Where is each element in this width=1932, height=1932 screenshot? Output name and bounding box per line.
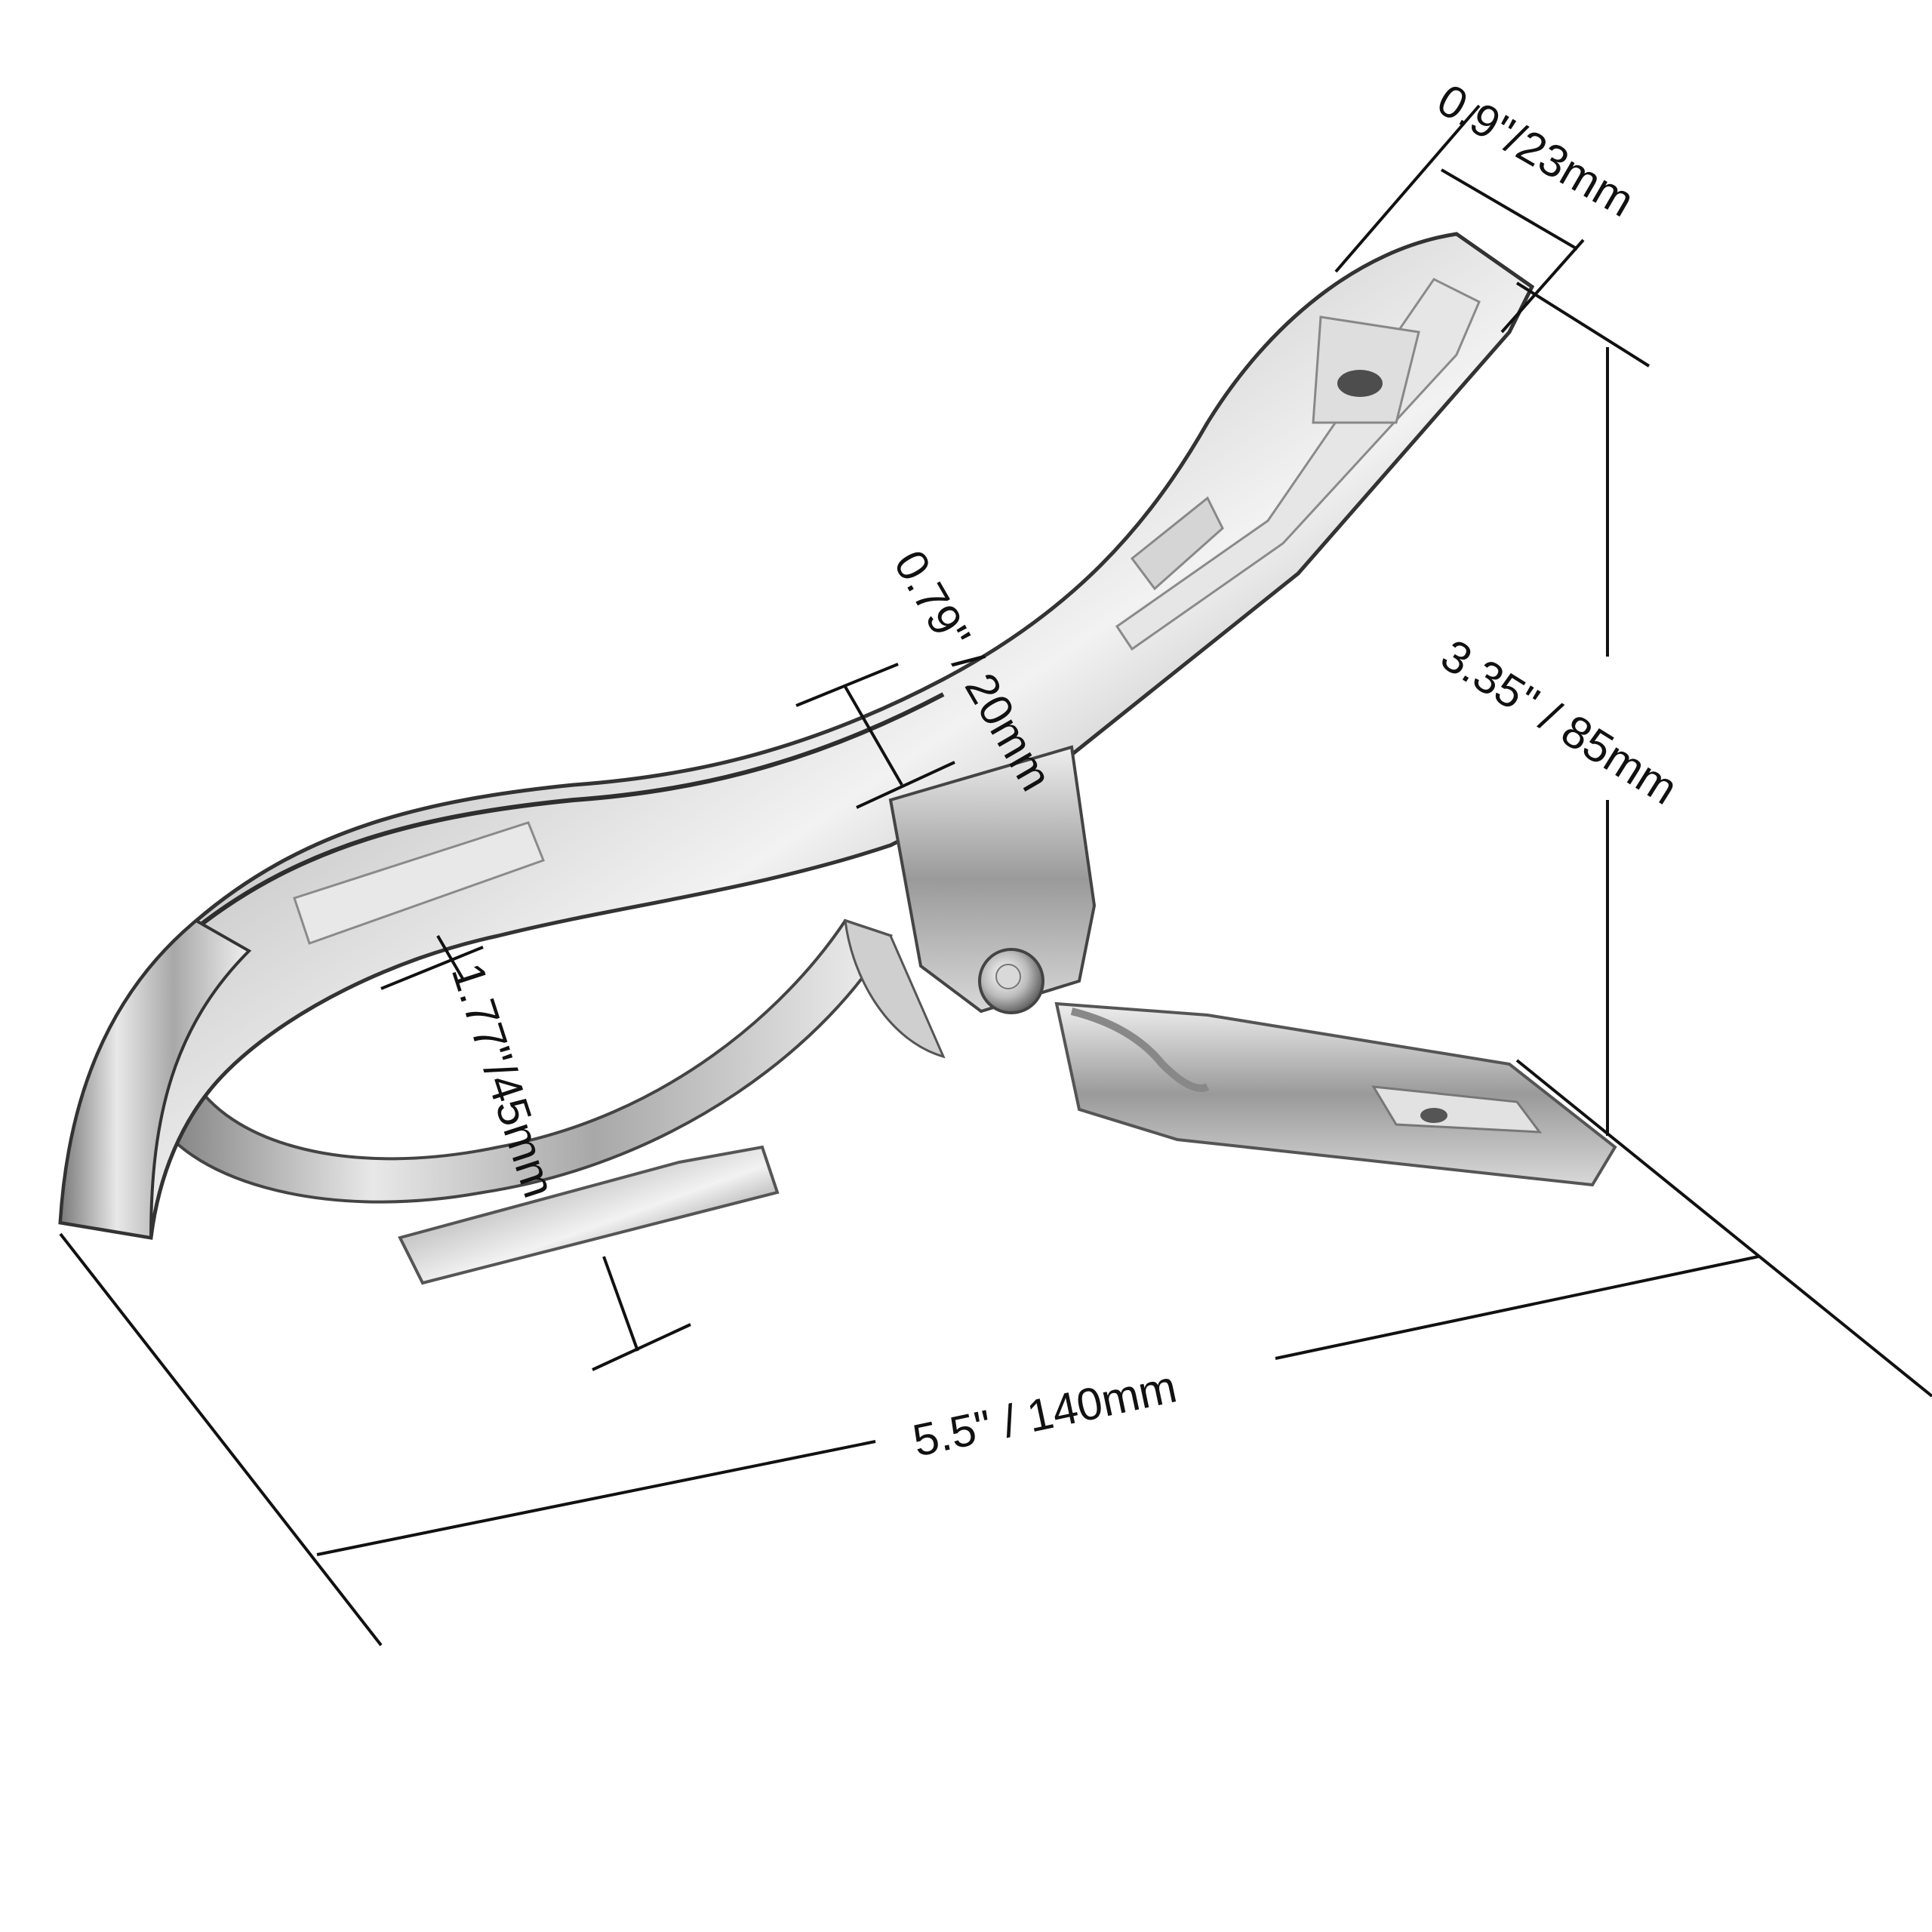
upper-arm-slot: [1130, 496, 1224, 591]
tip-width-tick-left: [1334, 104, 1481, 273]
upper-handle-end-face: [58, 918, 252, 1240]
spring-coil: [1070, 1008, 1210, 1092]
opening-tick-bottom: [592, 1323, 691, 1371]
opening-tick-top: [380, 946, 484, 990]
dimension-lines: [59, 104, 1932, 1647]
upper-handle-edge: [195, 692, 945, 931]
lower-jaw: [1054, 1001, 1617, 1187]
lower-handle-inner-wall: [844, 918, 946, 1059]
length-line-right: [1275, 1255, 1759, 1360]
arm-width-tick-top: [795, 663, 899, 707]
length-extension-left: [59, 1232, 383, 1647]
pivot-plate: [888, 745, 1097, 1014]
lower-handle-grip: [398, 1145, 780, 1285]
clamp-illustration: [58, 232, 1617, 1285]
upper-handle-grip: [293, 821, 545, 945]
tip-width-label: 0.9"/23mm: [1429, 74, 1643, 226]
height-extension-bottom: [1515, 1059, 1932, 1398]
height-extension-top: [1515, 281, 1651, 368]
opening-line-lower: [602, 1256, 639, 1352]
length-label: 5.5" / 140mm: [909, 1361, 1181, 1466]
upper-arm-pad: [1312, 315, 1420, 424]
pivot-rivet-center: [995, 964, 1021, 989]
length-line-left: [316, 1440, 876, 1556]
arm-width-line: [844, 686, 903, 786]
tip-width-tick-right: [1500, 238, 1585, 334]
lower-jaw-embossed-pad: [1371, 1085, 1543, 1134]
opening-line-upper: [436, 934, 466, 983]
tip-width-line: [1440, 168, 1579, 251]
lower-jaw-hole: [1420, 1108, 1447, 1123]
upper-arm-hole: [1337, 370, 1383, 397]
arm-width-tick-bottom: [856, 761, 955, 809]
height-label: 3.35" / 85mm: [1432, 629, 1686, 814]
